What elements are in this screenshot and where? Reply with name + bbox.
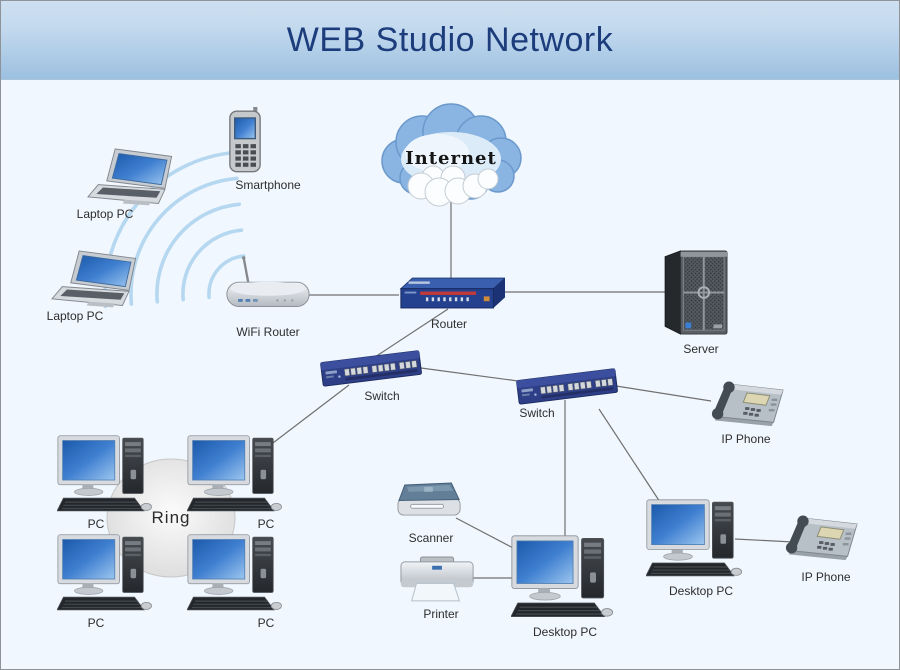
label-ip-phone-bottom: IP Phone: [801, 570, 851, 584]
label-laptop-pc-bottom: Laptop PC: [46, 309, 104, 323]
label-server: Server: [683, 342, 719, 356]
label-ip-phone-top: IP Phone: [721, 432, 771, 446]
label-pc-top-right: PC: [257, 517, 275, 531]
ip-phone-bottom-icon: [785, 515, 858, 561]
router-icon: [400, 277, 505, 309]
smartphone-icon: [229, 107, 261, 173]
printer-icon: [400, 556, 474, 602]
scanner-icon: [397, 482, 461, 516]
label-wifi-router: WiFi Router: [236, 325, 300, 339]
page-title: WEB Studio Network: [286, 20, 614, 59]
switch-right-icon: [515, 368, 619, 405]
connector: [374, 308, 449, 358]
connector: [455, 517, 518, 551]
label-printer: Printer: [423, 607, 459, 621]
label-pc-bottom-right: PC: [257, 616, 275, 630]
connector-lines: [268, 193, 794, 579]
pc-bottom-left-icon: [57, 534, 152, 611]
label-pc-top-left: PC: [87, 517, 105, 531]
label-scanner: Scanner: [408, 531, 454, 545]
pc-bottom-right-icon: [187, 534, 282, 611]
laptop-pc-top-icon: [87, 148, 173, 206]
connector: [615, 385, 712, 402]
connector: [420, 367, 519, 382]
switch-left-icon: [319, 350, 423, 387]
wifi-router-icon: [225, 256, 311, 308]
connector: [598, 408, 661, 503]
label-internet: Internet: [405, 148, 497, 169]
title-banner: WEB Studio Network: [1, 1, 899, 80]
label-desktop-pc-center: Desktop PC: [532, 625, 598, 639]
laptop-pc-bottom-icon: [51, 250, 137, 308]
desktop-pc-right-icon: [646, 499, 742, 577]
pc-top-right-icon: [187, 435, 282, 512]
server-icon: [664, 249, 728, 336]
connector: [268, 384, 350, 447]
desktop-pc-center-icon: [511, 535, 613, 618]
label-switch-right: Switch: [519, 406, 555, 420]
internet-cloud-icon: [381, 103, 522, 207]
label-switch-left: Switch: [364, 389, 400, 403]
label-smartphone: Smartphone: [235, 178, 301, 192]
connector: [734, 538, 794, 543]
label-pc-bottom-left: PC: [87, 616, 105, 630]
label-laptop-pc-top: Laptop PC: [76, 207, 134, 221]
label-router: Router: [430, 317, 468, 331]
label-desktop-pc-right: Desktop PC: [668, 584, 734, 598]
label-ring: Ring: [151, 508, 191, 527]
ip-phone-top-icon: [711, 381, 784, 427]
